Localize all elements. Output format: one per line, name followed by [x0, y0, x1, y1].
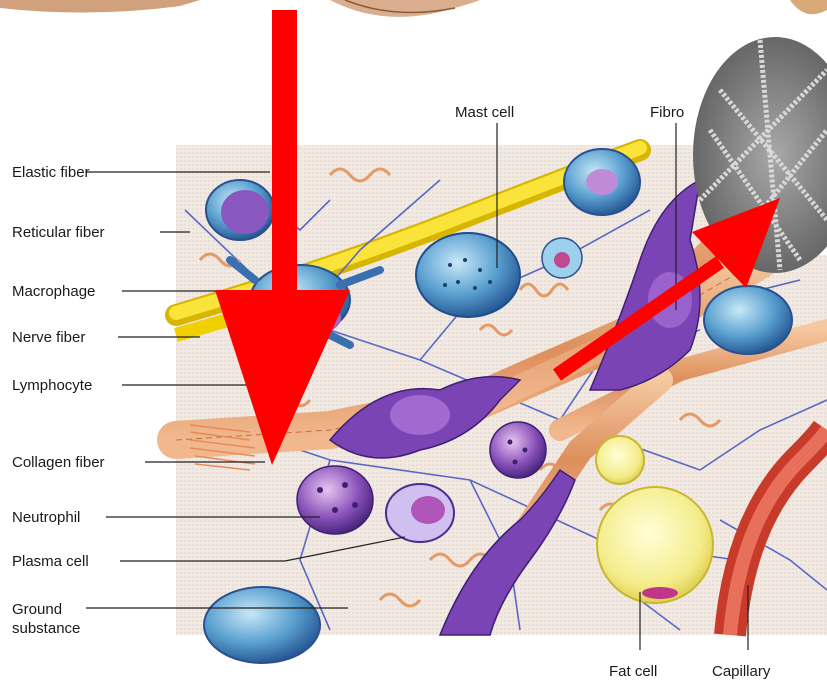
label-elastic-fiber: Elastic fiber — [12, 163, 102, 182]
fat-cell-small — [596, 436, 644, 484]
label-capillary: Capillary — [712, 662, 770, 681]
fat-cell — [597, 487, 713, 603]
label-reticular-fiber: Reticular fiber — [12, 223, 105, 242]
label-macrophage: Macrophage — [12, 282, 95, 301]
blue-cell-right — [704, 286, 792, 354]
label-ground-substance: Ground substance — [12, 600, 102, 638]
top-fiber-fragment — [0, 0, 827, 17]
label-nerve-fiber: Nerve fiber — [12, 328, 85, 347]
bottom-left-cell — [204, 587, 320, 663]
label-fibro: Fibro — [650, 103, 684, 122]
lymphocyte-cell — [206, 180, 274, 240]
label-mast-cell: Mast cell — [455, 103, 514, 122]
neutrophil-cell — [297, 466, 373, 534]
label-neutrophil: Neutrophil — [12, 508, 80, 527]
label-plasma-cell: Plasma cell — [12, 552, 89, 571]
label-fat-cell: Fat cell — [609, 662, 657, 681]
label-collagen-fiber: Collagen fiber — [12, 453, 105, 472]
small-cell — [542, 238, 582, 278]
plasma-cell — [386, 484, 454, 542]
blue-cell-top — [564, 149, 640, 215]
mast-cell — [416, 233, 520, 317]
label-lymphocyte: Lymphocyte — [12, 376, 92, 395]
purple-cell-middle — [490, 422, 546, 478]
